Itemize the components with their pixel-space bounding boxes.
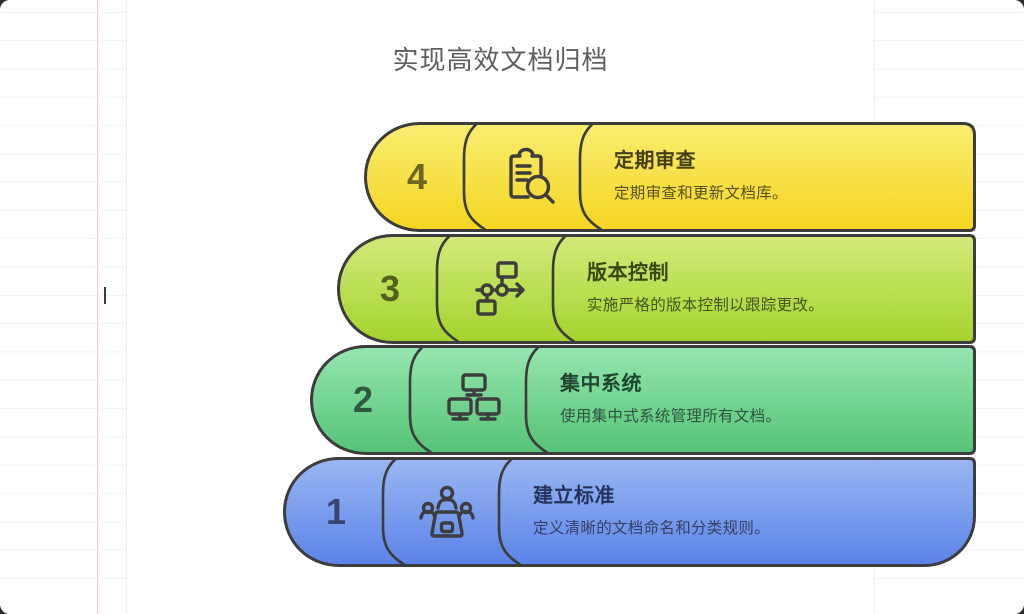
- step-description: 使用集中式系统管理所有文档。: [560, 408, 782, 425]
- step-row-2[interactable]: 2 集中系统 使用集中式系统管理所有文档。: [309, 345, 976, 455]
- step-title: 建立标准: [533, 484, 615, 507]
- page-title: 实现高效文档归档: [392, 45, 609, 75]
- step-shape: [282, 456, 976, 567]
- step-title: 集中系统: [560, 373, 642, 395]
- step-number: 4: [406, 156, 428, 197]
- meeting-icon: [415, 480, 479, 544]
- step-number: 3: [379, 267, 401, 309]
- step-number: 2: [352, 379, 374, 420]
- step-row-3[interactable]: 3 版本控制 实施严格的版本控制以跟踪更改。: [336, 233, 976, 344]
- step-shape: [309, 345, 976, 455]
- clipboard-search-icon: [496, 145, 560, 209]
- step-description: 定义清晰的文档命名和分类规则。: [533, 519, 771, 537]
- step-shape: [363, 122, 976, 232]
- network-icon: [442, 368, 506, 432]
- text-cursor: [104, 287, 106, 304]
- step-row-1[interactable]: 1 建立标准 定义清晰的文档命名和分类规则。: [282, 456, 976, 567]
- step-number: 1: [325, 490, 347, 532]
- step-title: 定期审查: [614, 150, 696, 172]
- infographic-canvas[interactable]: 实现高效文档归档 4: [126, 0, 976, 614]
- flowchart-icon: [469, 257, 533, 321]
- step-description: 实施严格的版本控制以跟踪更改。: [587, 296, 825, 314]
- step-description: 定期审查和更新文档库。: [614, 185, 788, 202]
- step-title: 版本控制: [587, 261, 669, 284]
- step-row-4[interactable]: 4 定期审查 定期审查和更新文档库。: [363, 122, 976, 232]
- margin-line: [97, 0, 98, 614]
